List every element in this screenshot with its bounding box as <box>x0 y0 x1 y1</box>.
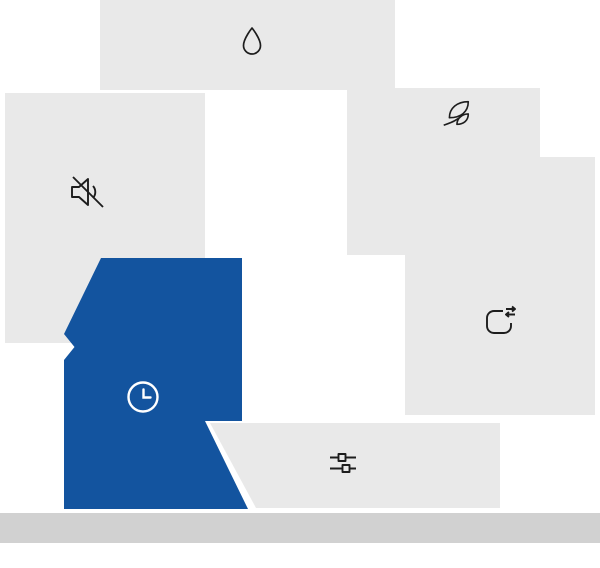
tile-settings[interactable] <box>210 423 500 508</box>
box-swap-arrows-icon <box>480 302 520 342</box>
clock-icon <box>127 381 159 413</box>
leaf-icon <box>439 96 473 130</box>
tile-water[interactable] <box>100 0 395 90</box>
bottom-scrollbar[interactable] <box>0 513 600 543</box>
tile-time[interactable] <box>50 255 260 515</box>
speaker-muted-icon <box>66 172 110 212</box>
time-tile-shape[interactable] <box>64 258 248 509</box>
tile-transfer[interactable] <box>405 157 595 415</box>
water-drop-icon <box>237 25 267 59</box>
sliders-icon <box>325 445 361 481</box>
